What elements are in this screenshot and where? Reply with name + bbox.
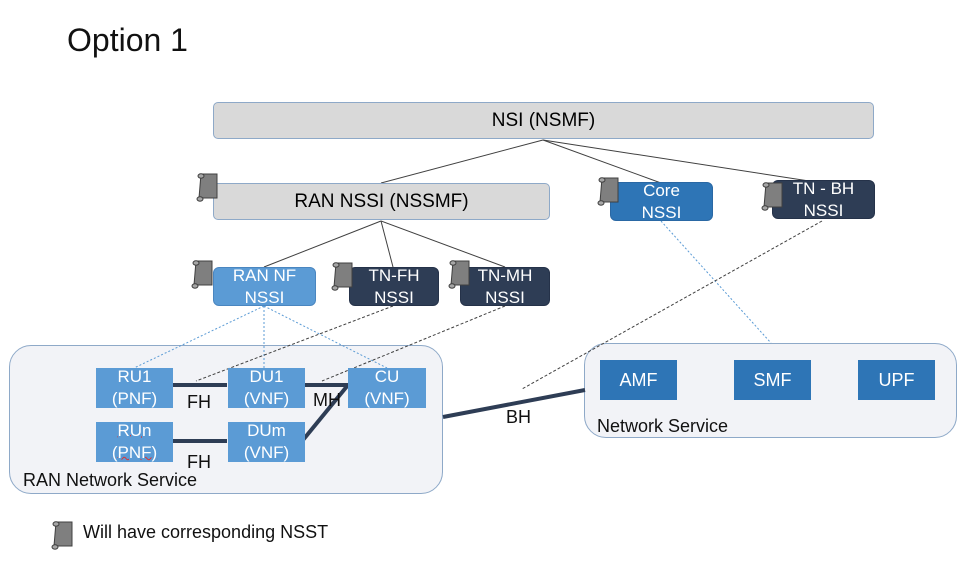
bh-link-label: BH: [506, 407, 532, 427]
fh-link-label: FH: [187, 392, 211, 412]
page-title: Option 1: [67, 22, 188, 58]
ru1-label: RU1 (PNF): [111, 367, 158, 408]
upf-node: UPF: [858, 360, 935, 400]
tn-bh-nssi-label: TN - BH NSSI: [792, 178, 855, 220]
core-nssi-box: Core NSSI: [610, 180, 713, 222]
ran-nf-nssi-label: RAN NF NSSI: [232, 265, 297, 307]
amf-label: AMF: [619, 369, 658, 390]
run-node: RUn (PNF): [96, 421, 173, 462]
dum-node: DUm (VNF): [228, 421, 305, 462]
scroll-icon: [448, 260, 470, 289]
tn-bh-nssi-box: TN - BH NSSI: [772, 178, 875, 220]
tn-fh-nssi-box: TN-FH NSSI: [349, 265, 439, 307]
tn-mh-nssi-label: TN-MH NSSI: [477, 265, 533, 307]
ran-network-service-label: RAN Network Service: [23, 470, 198, 490]
legend-label: Will have corresponding NSST: [83, 522, 329, 542]
scroll-icon: [196, 173, 218, 202]
cu-label: CU (VNF): [364, 367, 410, 408]
core-network-service-label: Network Service: [597, 416, 729, 436]
smf-node: SMF: [734, 360, 811, 400]
nsi-label: NSI (NSMF): [491, 109, 596, 131]
du1-node: DU1 (VNF): [228, 367, 305, 408]
du1-label: DU1 (VNF): [243, 367, 290, 408]
tn-mh-nssi-box: TN-MH NSSI: [460, 265, 550, 307]
nsi-box: NSI (NSMF): [213, 102, 874, 139]
mh-link-label: MH: [313, 390, 341, 410]
scroll-icon: [761, 182, 783, 211]
smf-label: SMF: [753, 369, 792, 390]
ran-nssi-label: RAN NSSI (NSSMF): [294, 190, 469, 212]
fh-link-label: FH: [187, 452, 211, 472]
core-nssi-label: Core NSSI: [641, 180, 682, 222]
scroll-icon: [597, 177, 619, 206]
scroll-icon: [191, 260, 213, 289]
ru1-node: RU1 (PNF): [96, 367, 173, 408]
ran-nf-nssi-box: RAN NF NSSI: [213, 265, 316, 307]
cu-node: CU (VNF): [348, 367, 426, 408]
run-label: RUn (PNF): [111, 421, 158, 462]
scroll-icon: [331, 262, 353, 291]
amf-node: AMF: [600, 360, 677, 400]
tn-fh-nssi-label: TN-FH NSSI: [368, 265, 420, 307]
dum-label: DUm (VNF): [243, 421, 290, 462]
scroll-icon: [51, 521, 73, 550]
upf-label: UPF: [878, 369, 915, 390]
ran-nssi-box: RAN NSSI (NSSMF): [213, 183, 550, 220]
